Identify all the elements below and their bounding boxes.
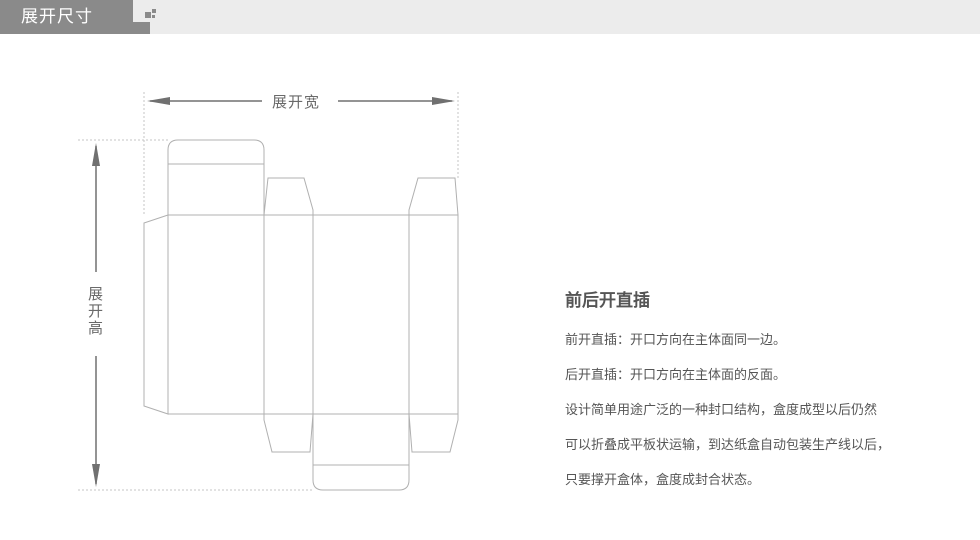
description-line: 后开直插：开口方向在主体面的反面。 <box>565 368 787 383</box>
header-tab <box>0 0 150 34</box>
description-block: 前后开直插 前开直插：开口方向在主体面同一边。 后开直插：开口方向在主体面的反面… <box>565 286 965 498</box>
bottom-dust-flap-right <box>408 413 459 453</box>
width-dimension-arrow <box>147 97 455 105</box>
bottom-tuck-flap <box>312 414 410 491</box>
description-line: 前开直插：开口方向在主体面同一边。 <box>565 333 787 348</box>
panel-3 <box>312 214 410 415</box>
bottom-dust-flap-left <box>263 413 314 453</box>
top-dust-flap-left <box>263 177 314 216</box>
description-line: 设计简单用途广泛的一种封口结构，盒度成型以后仍然 <box>565 403 878 418</box>
dimension-guides <box>78 92 459 491</box>
width-dimension-label: 展开宽 <box>268 91 325 112</box>
glue-flap <box>143 214 169 415</box>
panel-4 <box>408 214 459 415</box>
description-line: 只要撑开盒体，盒度成封合状态。 <box>565 473 761 488</box>
top-tuck-flap <box>167 139 265 215</box>
box-dieline <box>143 139 459 491</box>
section-title: 展开尺寸 <box>21 7 93 27</box>
top-dust-flap-right <box>408 177 459 216</box>
header-bar <box>0 0 980 34</box>
panel-1 <box>167 214 265 415</box>
panel-2 <box>263 214 314 415</box>
description-title: 前后开直插 <box>565 291 650 311</box>
description-line: 可以折叠成平板状运输，到达纸盒自动包装生产线以后， <box>565 438 891 453</box>
height-dimension-label: 展开高 <box>85 283 105 340</box>
height-dimension-arrow <box>92 143 100 487</box>
